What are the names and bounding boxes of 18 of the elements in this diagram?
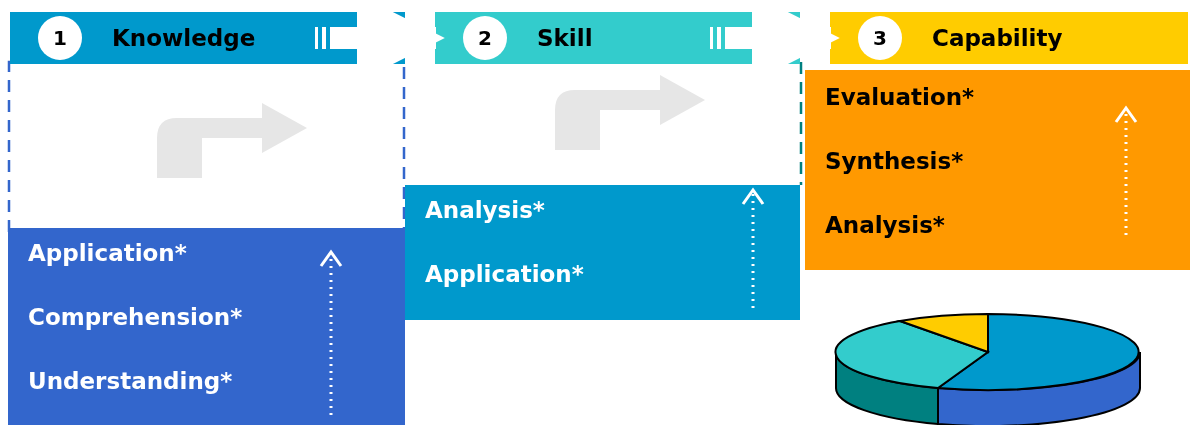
level-item: Evaluation* xyxy=(825,84,975,110)
step-title: Capability xyxy=(932,25,1063,51)
level-item: Understanding* xyxy=(28,368,233,394)
level-item: Analysis* xyxy=(425,197,545,223)
step-title: Knowledge xyxy=(112,25,256,51)
level-panel xyxy=(8,228,405,425)
step-number: 3 xyxy=(858,16,902,60)
level-item: Comprehension* xyxy=(28,304,243,330)
level-item: Application* xyxy=(28,240,187,266)
step-title: Skill xyxy=(537,25,593,51)
level-panel xyxy=(805,70,1190,270)
step-number: 2 xyxy=(463,16,507,60)
level-item: Analysis* xyxy=(825,212,945,238)
level-panel xyxy=(405,185,800,320)
level-item: Application* xyxy=(425,261,584,287)
level-item: Synthesis* xyxy=(825,148,964,174)
step-number: 1 xyxy=(38,16,82,60)
header-band xyxy=(830,12,1188,64)
